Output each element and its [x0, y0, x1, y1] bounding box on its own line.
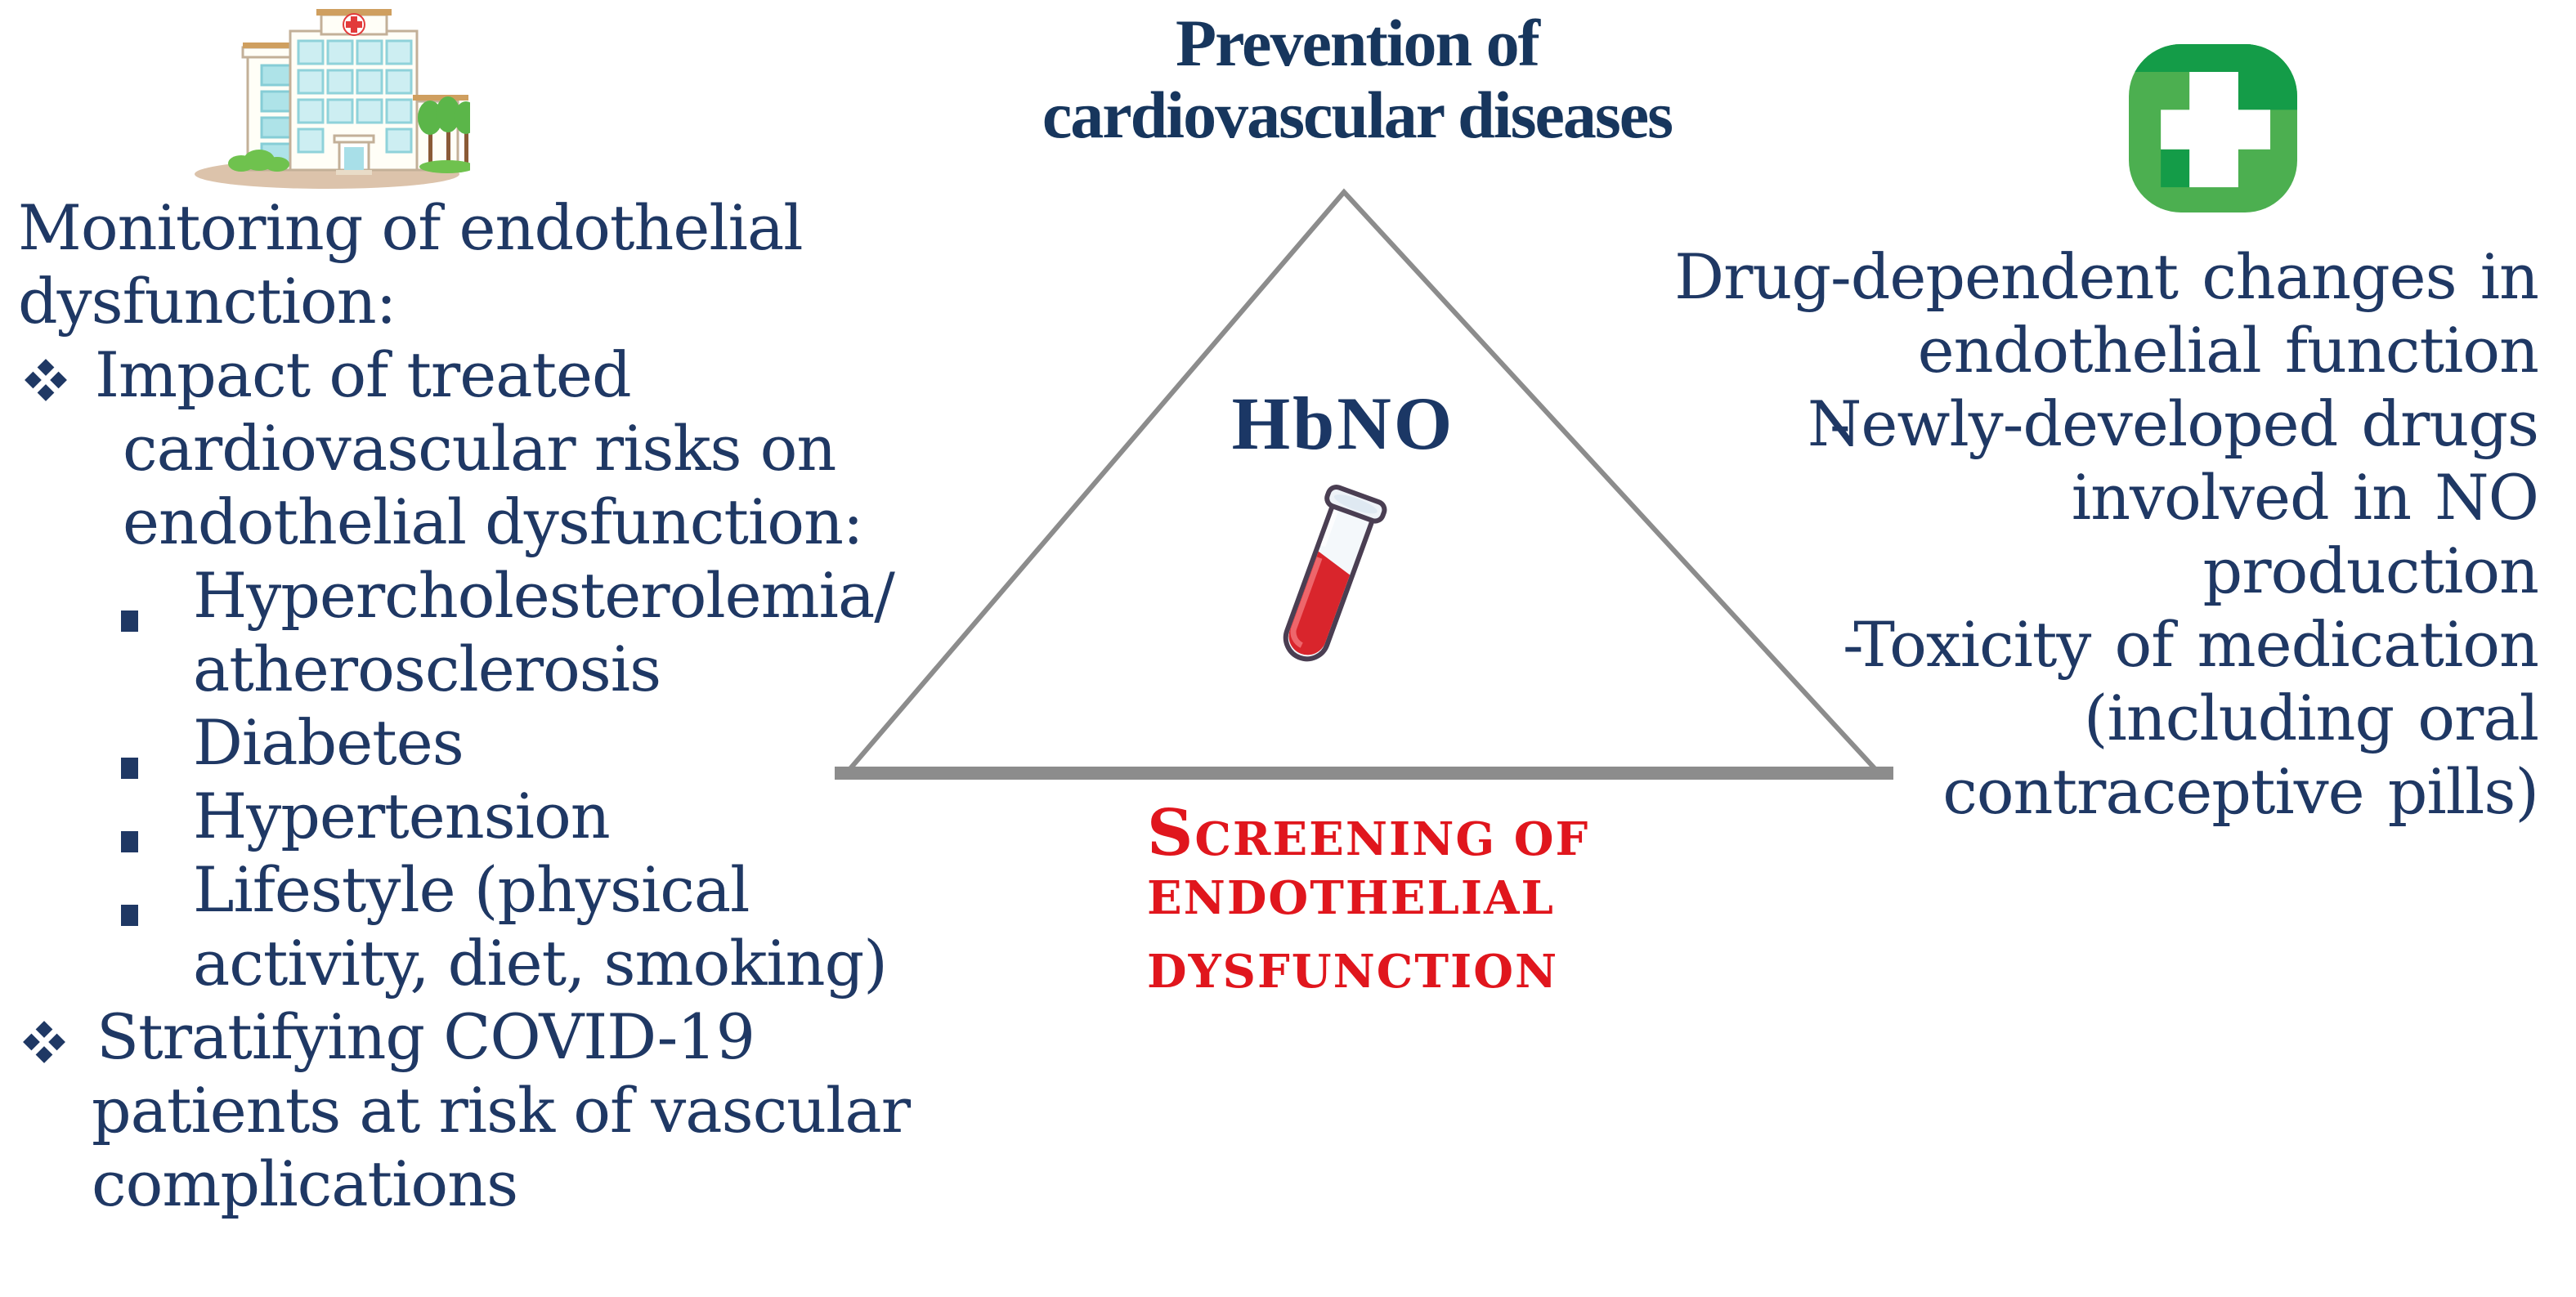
- right-heading-line2: endothelial function: [1917, 314, 2539, 387]
- trees: [418, 96, 470, 173]
- right-bullet-2: Toxicity of medication: [1853, 608, 2539, 681]
- hospital-icon: [195, 9, 470, 189]
- right-heading-line1: Drug-dependent changes in: [1674, 240, 2539, 313]
- right-bullet-1-cont: production: [2202, 534, 2539, 607]
- green-cross-icon: [2129, 44, 2297, 212]
- left-bullet-1-cont: endothelial dysfunction:: [123, 485, 864, 558]
- square-bullet-icon: [121, 905, 138, 926]
- dash-bullet: -: [1830, 387, 1851, 460]
- left-bullet-1: Impact of treated: [95, 338, 632, 411]
- left-sub-bullet: Hypertension: [193, 780, 611, 852]
- four-diamond-bullet-icon: [25, 359, 67, 401]
- triangle-shape: [835, 188, 1893, 780]
- screening-label-line1: Screening of: [1147, 796, 1590, 870]
- left-sub-bullet-cont: activity, diet, smoking): [193, 927, 888, 1000]
- hbno-label: HbNO: [1231, 382, 1455, 465]
- left-heading-line2: dysfunction:: [18, 265, 396, 338]
- left-bullet-2-cont: patients at risk of vascular: [92, 1074, 911, 1147]
- screening-label-line3: dysfunction: [1147, 945, 1559, 999]
- right-bullet-1: Newly-developed drugs: [1807, 387, 2539, 460]
- hospital-windows: [297, 39, 413, 154]
- bushes: [228, 150, 289, 172]
- square-bullet-icon: [121, 831, 138, 852]
- blood-test-tube-icon: [1283, 484, 1387, 662]
- right-bullet-2-cont: contraceptive pills): [1942, 755, 2539, 828]
- left-sub-bullet: Diabetes: [193, 706, 464, 779]
- screening-label-line2: endothelial: [1147, 871, 1555, 925]
- dash-bullet: -: [1843, 608, 1864, 681]
- left-bullet-2: Stratifying COVID-19: [96, 1000, 755, 1073]
- figure-title-line1: Prevention of: [1176, 6, 1540, 80]
- left-sub-bullet-cont: atherosclerosis: [193, 633, 661, 705]
- left-bullet-1-cont: cardiovascular risks on: [123, 412, 836, 485]
- left-bullet-2-cont: complications: [92, 1147, 518, 1220]
- triangle-base-bar: [835, 767, 1893, 780]
- figure-title-line2: cardiovascular diseases: [1042, 78, 1673, 152]
- right-bullet-1-cont: involved in NO: [2071, 461, 2539, 534]
- left-heading-line1: Monitoring of endothelial: [18, 191, 804, 264]
- left-sub-bullet: Lifestyle (physical: [193, 853, 750, 926]
- square-bullet-icon: [121, 758, 138, 779]
- four-diamond-bullet-icon: [23, 1021, 65, 1063]
- square-bullet-icon: [121, 610, 138, 632]
- right-bullet-2-cont: (including oral: [2083, 682, 2539, 754]
- left-sub-bullet: Hypercholesterolemia/: [193, 559, 895, 632]
